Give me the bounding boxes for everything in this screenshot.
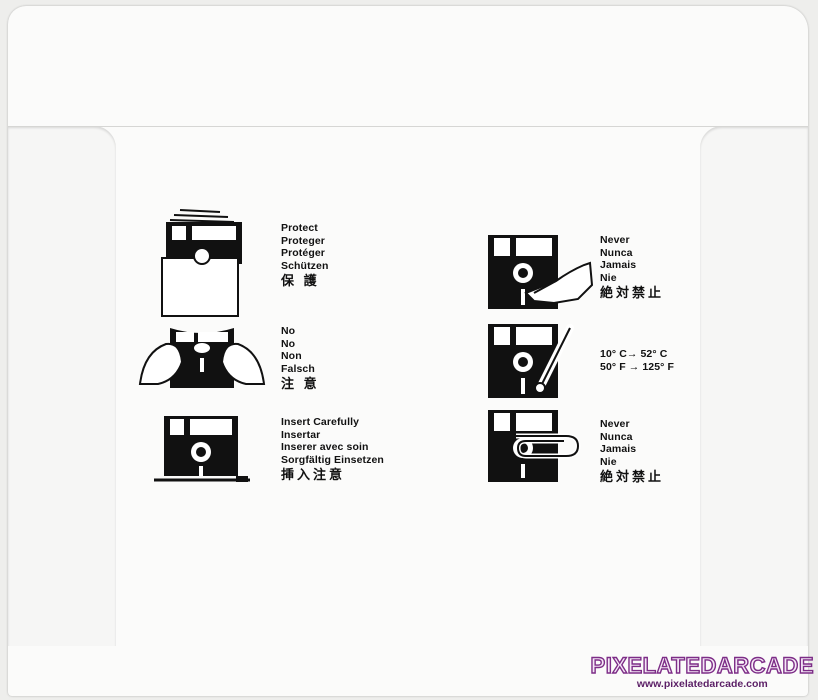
instruction-temperature: 10° C→ 52° C 50° F → 125° F: [600, 348, 674, 373]
label-line: No: [281, 325, 296, 337]
label-japanese: 絶対禁止: [600, 469, 665, 485]
label-line: Proteger: [281, 234, 325, 247]
left-flap: [8, 126, 116, 646]
label-line: Protéger: [281, 247, 325, 260]
fold-line: [8, 126, 808, 127]
watermark: PIXELATEDARCADE www.pixelatedarcade.com: [590, 652, 814, 690]
label-japanese: 注 意: [281, 376, 320, 392]
thermometer-icon: [488, 324, 574, 398]
label-line: Jamais: [600, 259, 637, 272]
insert-disk-icon: [154, 416, 250, 482]
label-line: Inserer avec soin: [281, 441, 369, 454]
bend-disk-icon: [138, 328, 266, 388]
instruction-no-touch: Never Nunca Jamais Nie 絶対禁止: [600, 234, 664, 300]
instruction-no-bend: No No Non Falsch 注 意: [281, 325, 320, 391]
label-line: Insertar: [281, 428, 321, 441]
right-flap: [700, 126, 808, 646]
disk-sleeve: [8, 6, 808, 696]
label-line: Schützen: [281, 259, 329, 272]
label-line: Falsch: [281, 362, 315, 375]
label-line: Never: [600, 234, 630, 246]
label-line: Nie: [600, 455, 617, 468]
label-line: Sorgfältig Einsetzen: [281, 453, 384, 466]
watermark-title: PIXELATEDARCADE: [590, 652, 814, 678]
label-line: 10° C→ 52° C: [600, 348, 668, 360]
label-japanese: 保 護: [281, 273, 320, 289]
label-line: Never: [600, 418, 630, 430]
label-line: No: [281, 337, 296, 350]
watermark-url: www.pixelatedarcade.com: [636, 678, 768, 690]
finger-touch-icon: [488, 235, 594, 309]
disk-in-sleeve-icon: [161, 209, 242, 317]
instruction-no-clip: Never Nunca Jamais Nie 絶対禁止: [600, 418, 664, 484]
label-line: Non: [281, 350, 302, 363]
instruction-protect: Protect Proteger Protéger Schützen 保 護: [281, 222, 328, 288]
label-line: Nunca: [600, 430, 633, 443]
label-line: Insert Carefully: [281, 416, 360, 428]
label-japanese: 絶対禁止: [600, 285, 665, 301]
instruction-insert: Insert Carefully Insertar Inserer avec s…: [281, 416, 384, 482]
label-line: Nunca: [600, 246, 633, 259]
label-line: Jamais: [600, 443, 637, 456]
label-line: 50° F → 125° F: [600, 360, 674, 373]
label-line: Protect: [281, 222, 318, 234]
label-japanese: 挿入注意: [281, 467, 346, 483]
paper-clip-icon: [488, 410, 581, 482]
label-line: Nie: [600, 271, 617, 284]
